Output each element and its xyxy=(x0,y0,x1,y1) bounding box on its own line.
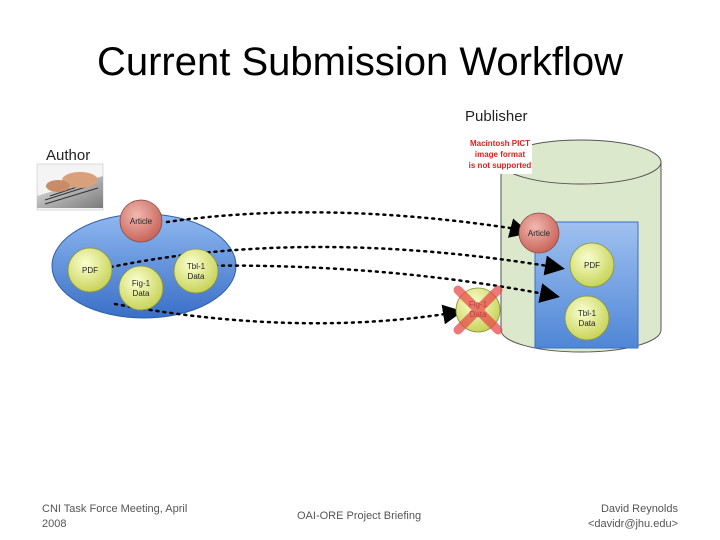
fig-transfer-arrow xyxy=(113,302,463,325)
node-label: Data xyxy=(133,289,150,298)
footer-event-line-1: CNI Task Force Meeting, April xyxy=(42,503,188,515)
tbl-transfer-arrow xyxy=(185,264,560,303)
author-label: Author xyxy=(46,147,91,164)
warning-line-2: image format xyxy=(475,150,526,159)
node-label: PDF xyxy=(584,261,600,270)
author-fig1-node: Fig-1 Data xyxy=(118,265,164,311)
author-article-node: Article xyxy=(119,199,163,243)
author-pdf-node: PDF xyxy=(67,247,113,293)
node-label: Data xyxy=(579,319,596,328)
node-label: Article xyxy=(528,229,551,238)
unsupported-format-warning: Macintosh PICT image format is not suppo… xyxy=(468,136,532,174)
reject-x-icon xyxy=(453,285,503,335)
publisher-pdf-node: PDF xyxy=(569,242,615,288)
footer-event-line-2: 2008 xyxy=(42,518,67,530)
warning-line-3: is not supported xyxy=(469,161,532,170)
footer-event: CNI Task Force Meeting, April 2008 xyxy=(42,502,202,532)
publisher-label: Publisher xyxy=(465,108,528,125)
publisher-article-node: Article xyxy=(518,212,560,254)
footer-author: David Reynolds <davidr@jhu.edu> xyxy=(540,502,678,532)
warning-line-1: Macintosh PICT xyxy=(470,139,530,148)
article-transfer-arrow xyxy=(165,211,530,238)
node-label: Fig-1 xyxy=(132,279,151,288)
node-label: PDF xyxy=(82,266,98,275)
footer-author-name: David Reynolds xyxy=(600,503,678,515)
pdf-transfer-arrow xyxy=(95,245,565,276)
rejected-fig1-node: Fig-1 Data xyxy=(453,285,503,335)
node-label: Article xyxy=(130,217,153,226)
node-label: Tbl-1 xyxy=(578,309,597,318)
publisher-tbl1-node: Tbl-1 Data xyxy=(564,295,610,341)
author-tbl1-node: Tbl-1 Data xyxy=(173,248,219,294)
slide-title: Current Submission Workflow xyxy=(96,40,624,84)
transfer-arrows xyxy=(95,211,565,325)
node-label: Tbl-1 xyxy=(187,262,206,271)
node-label: Data xyxy=(188,272,205,281)
footer-author-email: <davidr@jhu.edu> xyxy=(587,518,678,530)
author-keyboard-icon xyxy=(36,163,104,211)
footer-project: OAI-ORE Project Briefing xyxy=(297,510,422,522)
